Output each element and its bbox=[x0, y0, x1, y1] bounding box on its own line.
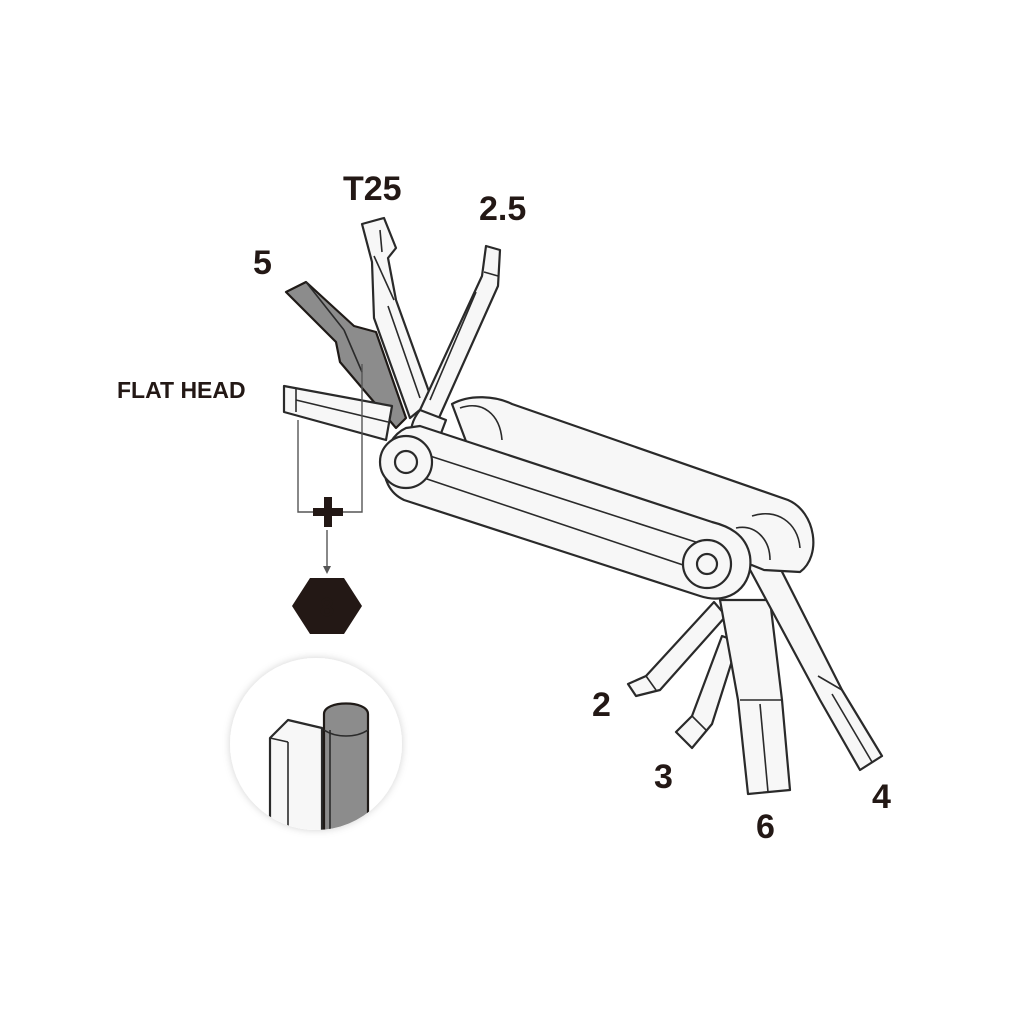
magnified-detail-circle bbox=[230, 658, 402, 830]
hexagon-badge-icon: 8 bbox=[292, 578, 362, 634]
tool-body bbox=[378, 396, 815, 600]
label-4: 4 bbox=[872, 778, 891, 816]
hex-6-bit bbox=[718, 598, 792, 796]
combo-result-label: 8 bbox=[320, 592, 334, 622]
label-2: 2 bbox=[592, 686, 611, 724]
plus-icon bbox=[313, 497, 343, 527]
label-6: 6 bbox=[756, 808, 775, 846]
label-2-5: 2.5 bbox=[479, 190, 526, 228]
t25-bit bbox=[360, 216, 434, 420]
label-5: 5 bbox=[253, 244, 272, 282]
label-flat-head: FLAT HEAD bbox=[117, 377, 246, 403]
flat-head-bit bbox=[282, 384, 394, 442]
label-3: 3 bbox=[654, 758, 673, 796]
hex-5-bit bbox=[284, 280, 408, 430]
label-t25: T25 bbox=[343, 170, 402, 208]
